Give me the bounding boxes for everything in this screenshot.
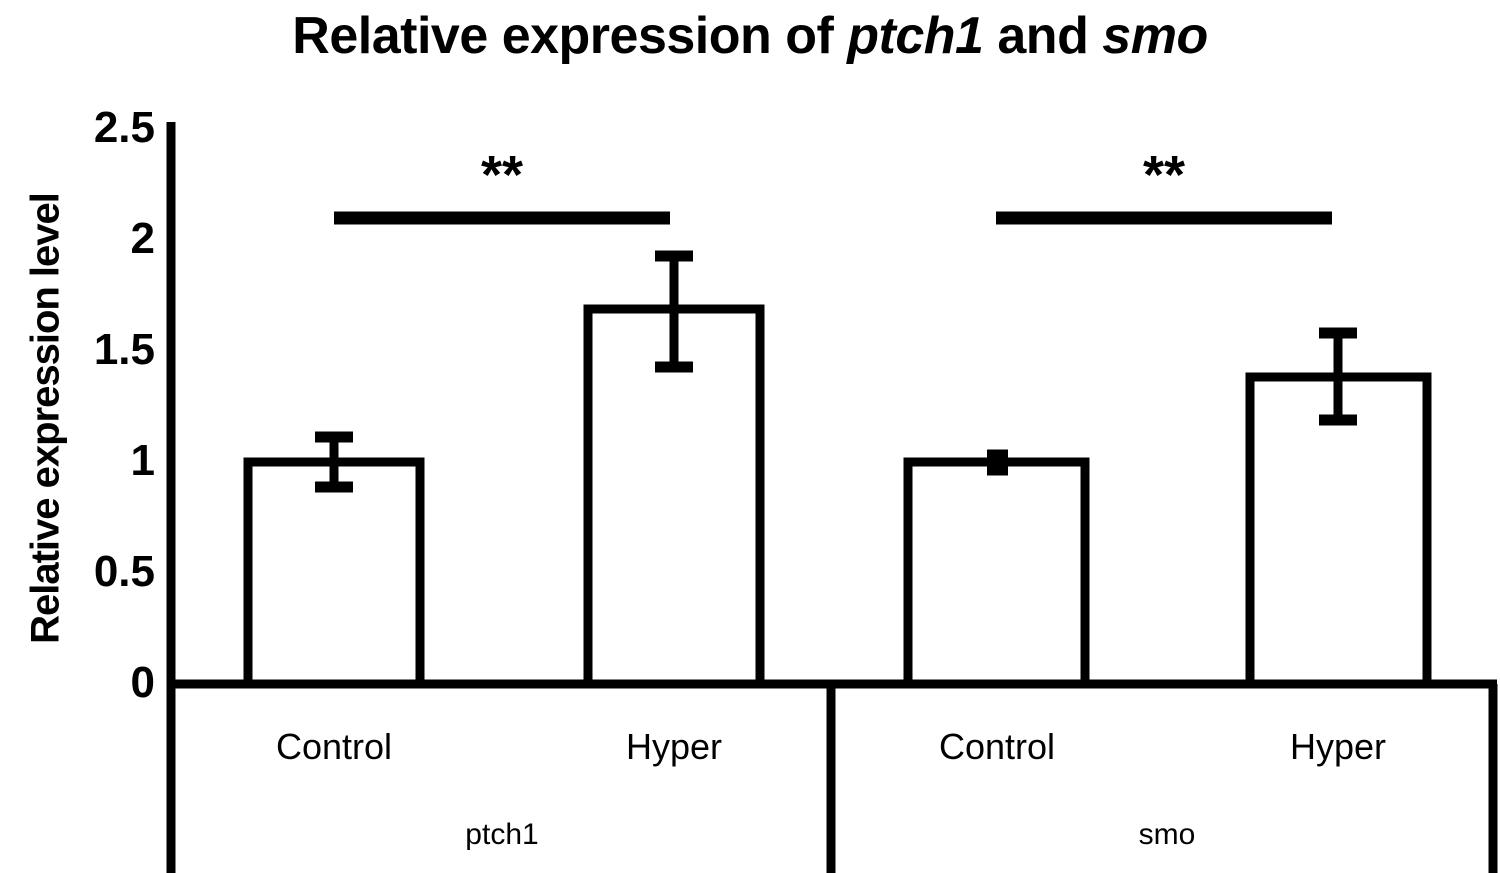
error-bar-ptch1-control — [315, 431, 353, 493]
error-bar-ptch1-hyper — [655, 250, 693, 373]
title-gene-ptch1: ptch1 — [847, 7, 984, 65]
y-tick-2-5: 2.5 — [93, 103, 155, 152]
y-tick-0: 0 — [130, 658, 155, 707]
error-bar-smo-control — [987, 449, 1008, 476]
y-tick-2: 2 — [130, 214, 155, 263]
bar-ptch1-control — [243, 457, 425, 689]
group-label-ptch1: ptch1 — [465, 818, 539, 851]
title-prefix: Relative expression of — [292, 7, 848, 65]
x-label-smo-hyper: Hyper — [1289, 726, 1387, 767]
group-label-smo: smo — [1138, 818, 1196, 851]
y-tick-labels: 2.5 2 1.5 1 0.5 0 — [30, 0, 155, 873]
title-middle: and — [983, 7, 1103, 65]
y-tick-0-5: 0.5 — [93, 547, 155, 596]
title-gene-smo: smo — [1102, 7, 1208, 65]
bar-smo-hyper — [1245, 372, 1432, 689]
y-tick-1-5: 1.5 — [93, 325, 155, 374]
x-label-ptch1-hyper: Hyper — [625, 726, 723, 767]
significance-stars-ptch1: ** — [480, 145, 524, 205]
x-label-smo-control: Control — [938, 726, 1056, 767]
significance-stars-smo: ** — [1142, 145, 1186, 205]
error-bar-smo-hyper — [1319, 327, 1357, 426]
chart-title: Relative expression of ptch1 and smo — [0, 6, 1500, 66]
x-label-ptch1-control: Control — [275, 726, 393, 767]
bar-smo-control — [903, 457, 1090, 689]
y-tick-1: 1 — [130, 436, 155, 485]
